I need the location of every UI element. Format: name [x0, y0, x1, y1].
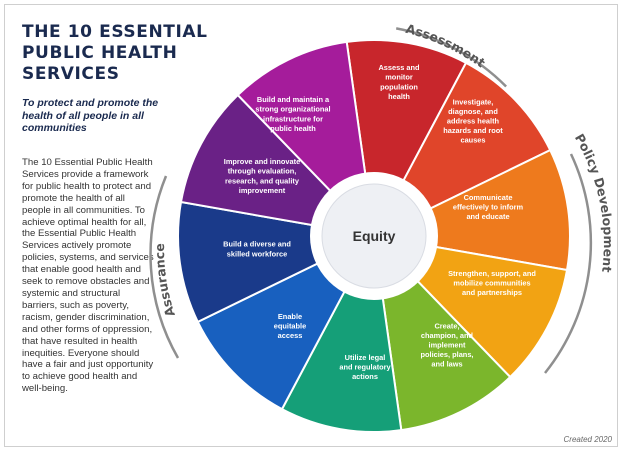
service-label-line: implement — [429, 341, 466, 350]
service-label-line: and educate — [466, 212, 509, 221]
service-label-line: Strengthen, support, and — [448, 269, 536, 278]
service-label-line: Create, — [434, 321, 459, 330]
service-label-line: policies, plans, — [421, 350, 474, 359]
service-label-line: champion, and — [421, 331, 474, 340]
title-line: SERVICES — [22, 64, 120, 84]
service-label-line: and laws — [431, 360, 462, 369]
assurance-label: Assurance — [152, 243, 178, 318]
policy-arc — [544, 153, 593, 374]
service-label-line: Investigate, — [453, 97, 494, 106]
service-label-line: through evaluation, — [228, 167, 297, 176]
service-label-line: Build a diverse and — [223, 240, 291, 249]
service-label-line: actions — [352, 372, 378, 381]
service-label-line: Build and maintain a — [257, 95, 330, 104]
title-line: THE 10 ESSENTIAL — [22, 22, 208, 42]
service-label-line: address health — [447, 117, 500, 126]
service-label-line: causes — [460, 136, 485, 145]
service-label-line: Assess and — [378, 63, 420, 72]
assurance-arc — [149, 175, 180, 359]
service-label-line: strong organizational — [255, 105, 330, 114]
service-label-line: improvement — [239, 186, 286, 195]
service-label-line: infrastructure for — [263, 114, 323, 123]
service-label-line: health — [388, 92, 410, 101]
title-line: PUBLIC HEALTH — [22, 43, 178, 63]
subtitle: To protect and promote the health of all… — [22, 97, 159, 134]
service-label-line: monitor — [385, 73, 413, 82]
service-label-line: public health — [270, 124, 316, 133]
outer-arcs — [149, 27, 593, 374]
description-text: The 10 Essential Public Health Services … — [22, 157, 154, 395]
service-label-line: Enable — [278, 312, 302, 321]
service-label-line: diagnose, and — [448, 107, 498, 116]
service-label-line: Improve and innovate — [224, 157, 300, 166]
service-label-line: skilled workforce — [227, 249, 287, 258]
service-label-line: access — [278, 331, 303, 340]
policy-development-label: Policy Development — [572, 131, 616, 273]
service-label-line: population — [380, 82, 418, 91]
service-label-line: hazards and root — [443, 126, 503, 135]
service-label-line: research, and quality — [225, 176, 300, 185]
assessment-arc — [395, 27, 507, 88]
service-label-line: effectively to inform — [453, 203, 524, 212]
service-label-line: Communicate — [464, 193, 513, 202]
service-label-line: Utilize legal — [345, 353, 386, 362]
service-label-line: equitable — [274, 322, 306, 331]
page-title: THE 10 ESSENTIAL PUBLIC HEALTH SERVICES — [22, 22, 222, 85]
equity-label: Equity — [353, 228, 396, 244]
service-label-line: and partnerships — [462, 288, 522, 297]
service-label-line: mobilize communities — [453, 279, 530, 288]
service-label-line: and regulatory — [339, 363, 391, 372]
equity-hub: Equity — [310, 172, 438, 300]
created-note: Created 2020 — [563, 435, 612, 444]
